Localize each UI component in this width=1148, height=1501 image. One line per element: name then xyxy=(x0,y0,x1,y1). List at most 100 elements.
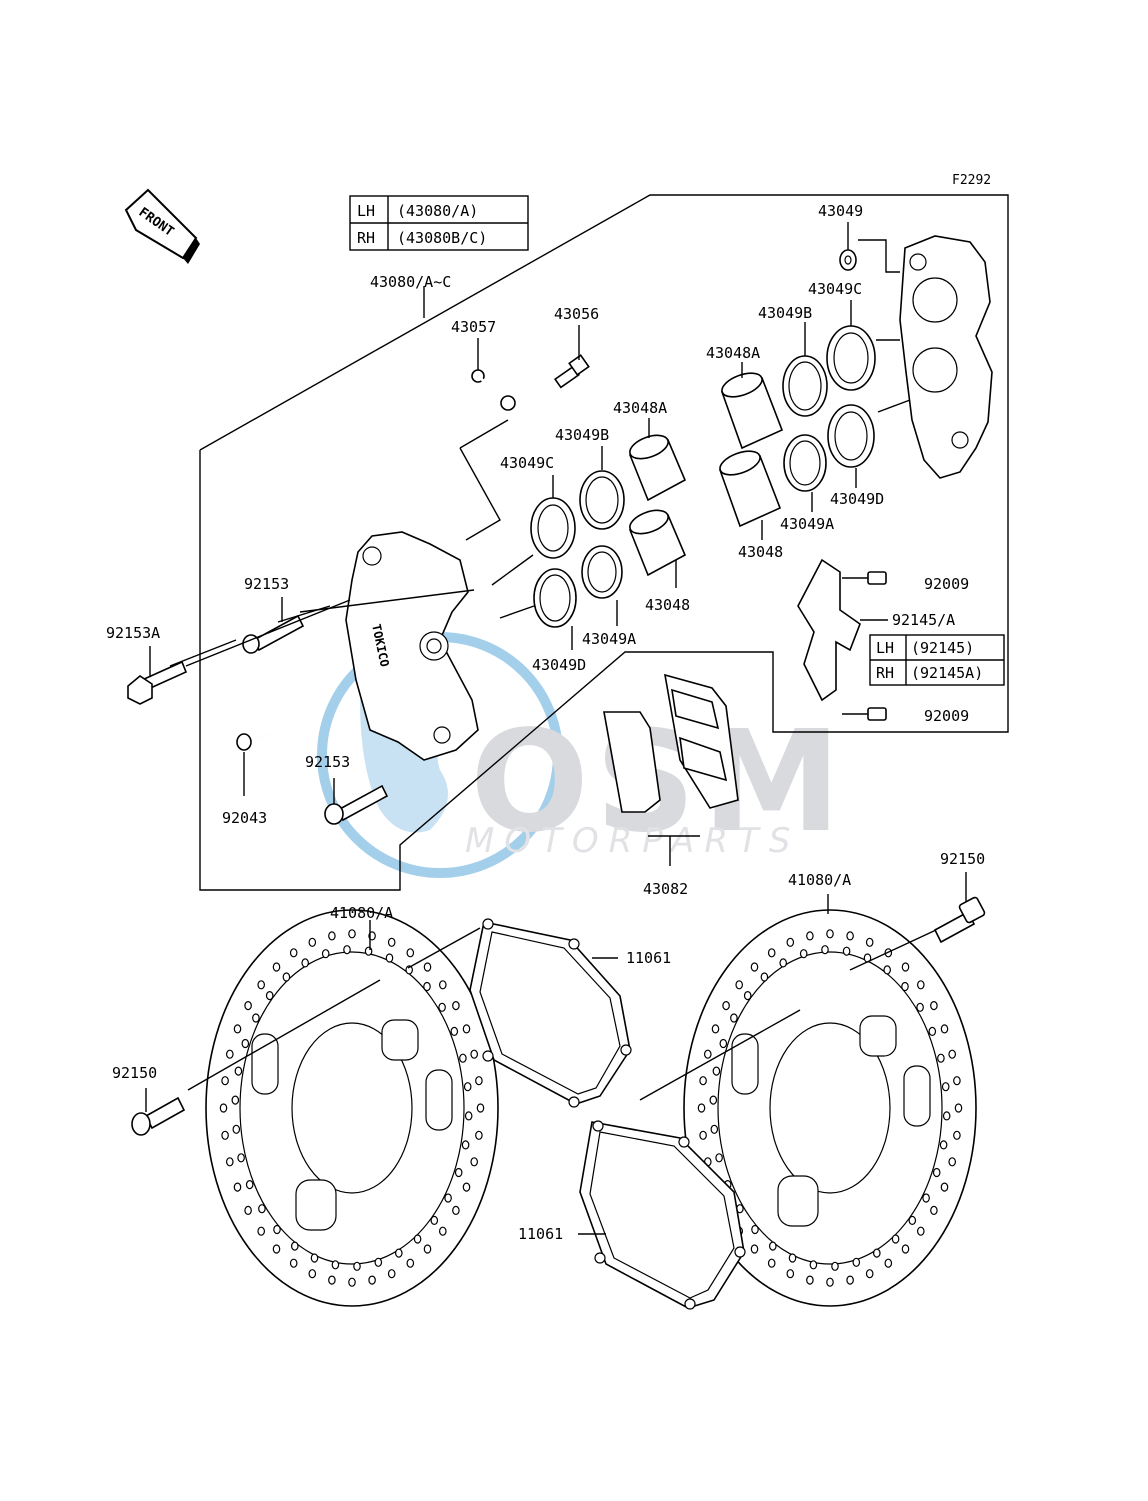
vent-hole xyxy=(364,946,373,956)
caliper-side-table: LH (43080/A) RH (43080B/C) xyxy=(349,195,529,251)
vent-hole xyxy=(786,937,795,947)
label-piston-right: 43048 xyxy=(738,543,783,561)
vent-hole xyxy=(722,1000,730,1011)
label-seal-c-left: 43049C xyxy=(500,454,554,472)
vent-hole xyxy=(265,990,274,1001)
vent-hole xyxy=(423,1244,432,1254)
vent-hole xyxy=(475,1130,483,1140)
vent-hole xyxy=(413,1234,422,1244)
label-bleeder-valve: 43056 xyxy=(554,305,599,323)
vent-hole xyxy=(779,958,788,968)
bracket-table-side-lh: LH xyxy=(876,639,894,657)
vent-hole xyxy=(846,1275,854,1285)
seal-43049d-right xyxy=(827,404,875,468)
vent-hole xyxy=(461,1140,470,1150)
vent-hole xyxy=(703,1049,712,1059)
vent-hole xyxy=(932,1167,941,1178)
bracket-table-part-lh: (92145) xyxy=(911,639,974,657)
vent-hole xyxy=(310,1253,319,1263)
vent-hole xyxy=(444,1193,452,1203)
label-bracket: 92145/A xyxy=(892,611,955,629)
caliper-assembly-outline xyxy=(199,194,1009,891)
vent-hole xyxy=(233,1024,242,1034)
vent-hole xyxy=(438,1002,446,1012)
label-seal-b-right: 43049B xyxy=(758,304,812,322)
label-seal-a-left: 43049A xyxy=(582,630,636,648)
vent-hole xyxy=(916,1226,925,1236)
vent-hole xyxy=(463,1082,472,1092)
vent-hole xyxy=(730,1013,738,1023)
vent-hole xyxy=(258,1204,266,1214)
vent-hole xyxy=(788,1253,797,1263)
vent-hole xyxy=(697,1103,706,1113)
figure-code: F2292 xyxy=(952,173,991,188)
disc-bolt-92150-right xyxy=(933,896,986,944)
vent-hole xyxy=(321,949,330,959)
vent-hole xyxy=(394,1248,403,1258)
vent-hole xyxy=(289,1258,298,1268)
piston-43048a-right xyxy=(720,372,784,450)
vent-hole xyxy=(884,1258,893,1268)
front-arrow-icon: FRONT xyxy=(124,188,200,264)
seal-43049b-right xyxy=(782,355,828,417)
vent-hole xyxy=(244,1000,252,1011)
bracket-table-side-rh: RH xyxy=(876,664,894,682)
vent-hole xyxy=(953,1130,961,1140)
vent-hole xyxy=(273,1224,281,1235)
vent-hole xyxy=(430,1215,439,1226)
vent-hole xyxy=(826,1277,834,1287)
label-seal-a-right: 43049A xyxy=(780,515,834,533)
piston-43048a-left xyxy=(628,434,687,502)
vent-hole xyxy=(423,962,432,972)
vent-hole xyxy=(751,1224,759,1235)
disc-bolt-92150-left xyxy=(131,1096,186,1136)
vent-hole xyxy=(719,1038,728,1049)
vent-hole xyxy=(768,1241,777,1251)
vent-hole xyxy=(767,948,776,958)
vent-hole xyxy=(353,1261,361,1271)
vent-hole xyxy=(865,1269,874,1279)
caliper-body-right xyxy=(899,235,993,479)
vent-hole xyxy=(272,962,281,972)
pad-pin-92043 xyxy=(236,721,321,751)
vent-hole xyxy=(368,1275,376,1285)
vent-hole xyxy=(941,1082,950,1092)
caliper-table-side-lh: LH xyxy=(357,202,375,220)
gasket-11061-lower xyxy=(579,1120,746,1310)
label-disc-bolt-right: 92150 xyxy=(940,850,985,868)
vent-hole xyxy=(928,1026,937,1037)
vent-hole xyxy=(809,1260,818,1270)
vent-hole xyxy=(387,1269,396,1279)
label-piston-left: 43048 xyxy=(645,596,690,614)
label-seal-b-left: 43049B xyxy=(555,426,609,444)
vent-hole xyxy=(452,1205,460,1216)
vent-hole xyxy=(331,1260,340,1270)
vent-hole xyxy=(232,1124,241,1134)
vent-hole xyxy=(806,931,814,941)
vent-hole xyxy=(710,1124,719,1134)
vent-hole xyxy=(799,949,808,959)
vent-hole xyxy=(743,990,752,1001)
vent-hole xyxy=(308,1269,317,1279)
seal-43049a-right xyxy=(783,434,827,492)
vent-hole xyxy=(252,1013,260,1023)
pad-bracket-92145 xyxy=(797,558,861,702)
vent-hole xyxy=(438,980,447,990)
label-disc-bolt-left: 92150 xyxy=(112,1064,157,1082)
vent-hole xyxy=(452,1000,460,1011)
label-pads: 43082 xyxy=(643,880,688,898)
seal-43049d-left xyxy=(533,568,577,628)
vent-hole xyxy=(405,965,414,975)
caliper-table-part-lh: (43080/A) xyxy=(397,202,478,220)
vent-hole xyxy=(308,937,317,947)
vent-hole xyxy=(852,1257,861,1267)
vent-hole xyxy=(846,931,854,941)
piston-43048-left xyxy=(628,509,687,577)
vent-hole xyxy=(234,1066,243,1076)
vent-hole xyxy=(470,1157,479,1167)
vent-hole xyxy=(750,962,759,972)
screw-92009-upper xyxy=(867,571,887,585)
vent-hole xyxy=(233,1182,242,1192)
watermark-text: MOTORPARTS xyxy=(465,821,800,861)
